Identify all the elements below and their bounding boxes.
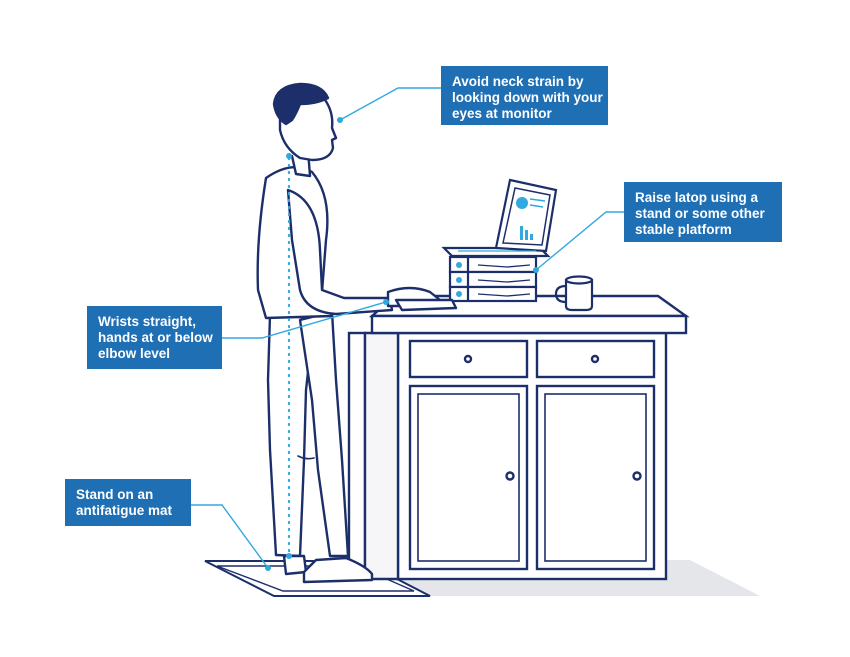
callout-text-line: Raise latop using a xyxy=(635,190,772,206)
raise-laptop-callout: Raise latop using a stand or some other … xyxy=(624,182,782,242)
callout-text-line: stand or some other xyxy=(635,206,772,222)
antifatigue-mat-callout: Stand on an antifatigue mat xyxy=(65,479,191,526)
callout-text-line: elbow level xyxy=(98,346,212,362)
laptop xyxy=(444,180,556,256)
callout-text-line: hands at or below xyxy=(98,330,212,346)
callout-text-line: Stand on an xyxy=(76,487,181,503)
callout-text-line: antifatigue mat xyxy=(76,503,181,519)
callout-text-line: stable platform xyxy=(635,222,772,238)
callout-text-line: looking down with your xyxy=(452,90,598,106)
callout-text-line: eyes at monitor xyxy=(452,106,598,122)
callout-text-line: Avoid neck strain by xyxy=(452,74,598,90)
laptop-stand xyxy=(450,257,536,301)
pie-chart-icon xyxy=(516,197,528,209)
kitchen-island xyxy=(349,296,686,579)
mat-leader-line xyxy=(191,505,268,568)
callout-text-line: Wrists straight, xyxy=(98,314,212,330)
neck-strain-callout: Avoid neck strain by looking down with y… xyxy=(441,66,608,125)
neck-leader-line xyxy=(340,88,441,120)
wrist-position-callout: Wrists straight, hands at or below elbow… xyxy=(87,306,222,369)
